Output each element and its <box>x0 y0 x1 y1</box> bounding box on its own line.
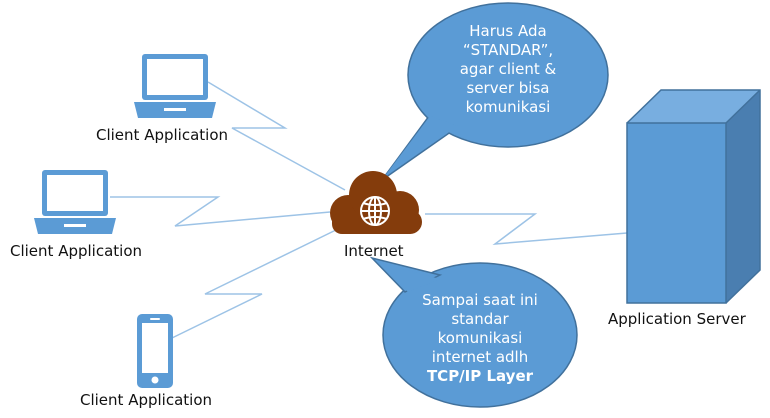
link-client1-internet <box>207 81 346 191</box>
callout-bottom-line: internet adlh <box>431 348 529 366</box>
callout-top-text: Harus Ada “STANDAR”, agar client & serve… <box>408 22 608 117</box>
globe-icon <box>360 196 390 226</box>
callout-top <box>381 2 609 181</box>
callout-bottom-line: standar <box>451 310 509 328</box>
callout-bottom-bubble <box>382 262 578 408</box>
client-2-label: Client Application <box>10 242 143 260</box>
callout-top-line: komunikasi <box>465 98 551 116</box>
server-top-face <box>627 90 760 123</box>
callout-bottom-line: Sampai saat ini <box>422 291 538 309</box>
client-smartphone-icon <box>137 314 173 388</box>
server-side-face <box>726 90 760 303</box>
callout-top-line: Harus Ada <box>469 22 547 40</box>
application-server-icon <box>626 89 761 304</box>
callout-bottom-line: komunikasi <box>437 329 523 347</box>
callout-top-line: “STANDAR”, <box>462 41 554 59</box>
callout-top-line: server bisa <box>466 79 550 97</box>
link-client2-internet <box>110 196 331 227</box>
link-internet-server <box>425 213 628 245</box>
connection-links <box>110 81 628 339</box>
application-server-label: Application Server <box>608 310 746 328</box>
internet-cloud-icon <box>330 171 422 234</box>
client-laptop-1-icon <box>134 54 216 118</box>
client-1-label: Client Application <box>96 126 229 144</box>
callout-bottom <box>369 256 578 408</box>
server-front-face <box>627 123 726 303</box>
client-3-label: Client Application <box>80 391 213 409</box>
callout-bottom-text: Sampai saat ini standar komunikasi inter… <box>383 291 577 386</box>
callout-top-line: agar client & <box>459 60 557 78</box>
callout-top-bubble <box>407 2 609 148</box>
callout-bottom-emphasis: TCP/IP Layer <box>426 367 534 385</box>
internet-label: Internet <box>344 242 404 260</box>
link-client3-internet <box>171 227 341 339</box>
client-laptop-2-icon <box>34 170 116 234</box>
